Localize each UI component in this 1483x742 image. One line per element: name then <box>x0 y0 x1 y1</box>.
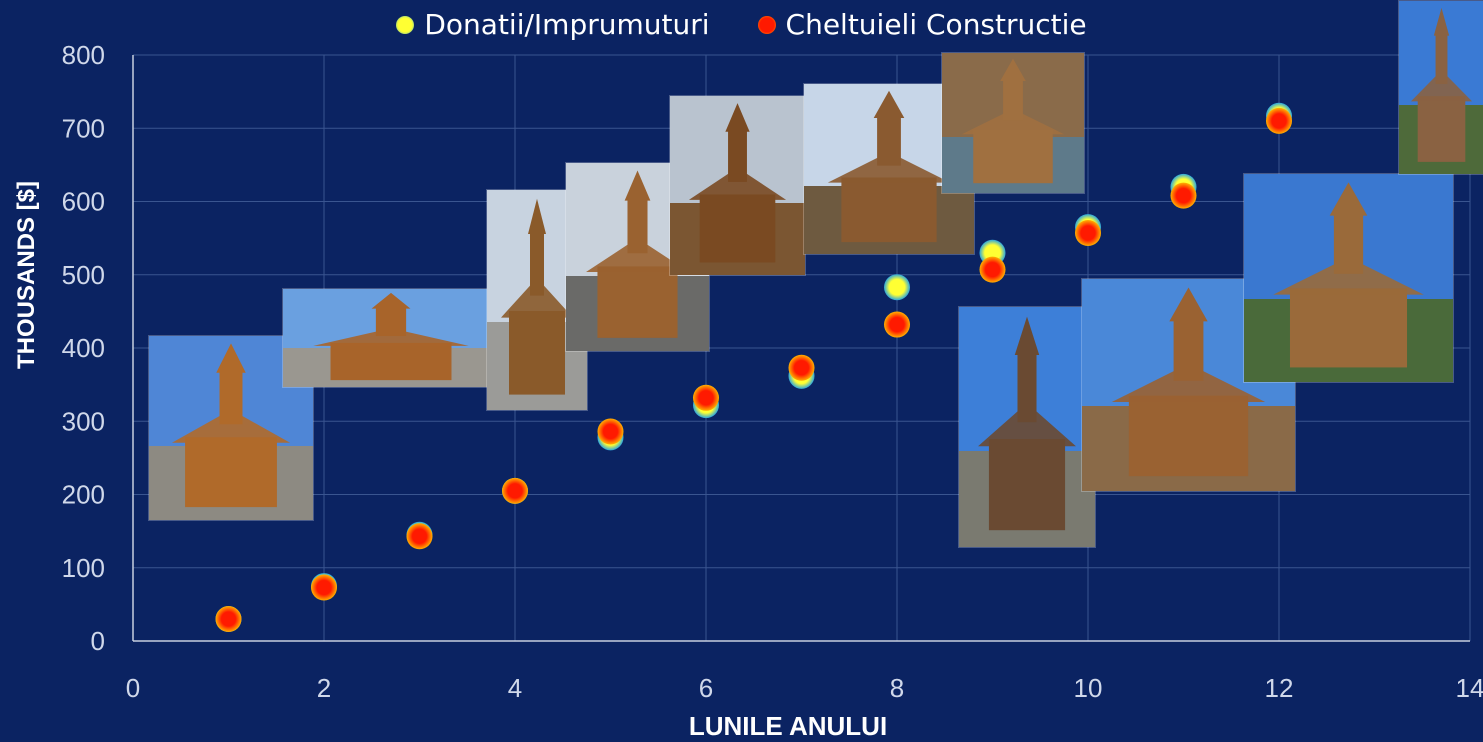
data-point[interactable] <box>884 311 910 338</box>
church-silhouette-icon <box>1273 182 1424 368</box>
data-point[interactable] <box>311 574 337 601</box>
data-point[interactable] <box>979 256 1006 283</box>
legend-item-donatii[interactable]: Donatii/Imprumuturi <box>396 8 710 41</box>
series-cheltuieli-points <box>215 107 1292 633</box>
construction-photo-month-8 <box>958 306 1096 548</box>
data-point[interactable] <box>788 354 815 381</box>
x-tick-label: 14 <box>1456 673 1483 703</box>
construction-photo-month-5 <box>669 95 806 276</box>
legend-label-cheltuieli: Cheltuieli Constructie <box>785 8 1087 41</box>
y-tick-label: 700 <box>62 113 105 143</box>
data-point[interactable] <box>502 477 528 504</box>
church-silhouette-icon <box>978 316 1076 531</box>
construction-photo-month-11 <box>1398 0 1483 175</box>
church-silhouette-icon <box>1410 7 1473 162</box>
y-tick-label: 400 <box>62 333 105 363</box>
construction-photo-month-10 <box>1243 173 1454 383</box>
x-tick-labels: 0 2 4 6 8 10 12 14 <box>126 673 1483 703</box>
data-point[interactable] <box>597 418 624 445</box>
data-point[interactable] <box>693 384 719 411</box>
legend-marker-yellow-icon <box>396 15 415 34</box>
church-silhouette-icon <box>827 90 951 243</box>
church-silhouette-icon <box>688 103 787 263</box>
x-tick-label: 10 <box>1074 673 1103 703</box>
x-axis-label: LUNILE ANULUI <box>689 711 887 741</box>
x-tick-label: 12 <box>1265 673 1294 703</box>
data-point[interactable] <box>1075 219 1101 246</box>
data-point[interactable] <box>1170 182 1197 209</box>
church-silhouette-icon <box>961 58 1065 184</box>
legend-item-cheltuieli[interactable]: Cheltuieli Constructie <box>757 8 1087 41</box>
y-tick-label: 200 <box>62 480 105 510</box>
y-tick-label: 100 <box>62 553 105 583</box>
x-tick-label: 2 <box>317 673 331 703</box>
x-tick-label: 8 <box>890 673 904 703</box>
y-tick-label: 500 <box>62 260 105 290</box>
x-tick-label: 6 <box>699 673 713 703</box>
legend: Donatii/Imprumuturi Cheltuieli Construct… <box>0 8 1483 41</box>
y-tick-label: 0 <box>91 626 105 656</box>
y-tick-label: 600 <box>62 187 105 217</box>
data-point[interactable] <box>406 523 433 550</box>
series-donatii-points <box>215 102 1292 633</box>
data-point[interactable] <box>1266 107 1292 134</box>
construction-photo-month-2 <box>282 288 500 388</box>
legend-label-donatii: Donatii/Imprumuturi <box>424 8 710 41</box>
y-axis-label: THOUSANDS [$] <box>13 181 40 369</box>
y-tick-label: 300 <box>62 406 105 436</box>
data-point[interactable] <box>215 606 242 633</box>
church-silhouette-icon <box>586 170 689 338</box>
church-silhouette-icon <box>313 292 469 381</box>
data-point[interactable] <box>884 274 910 301</box>
church-silhouette-icon <box>1111 287 1266 477</box>
legend-marker-red-icon <box>757 15 776 34</box>
church-silhouette-icon <box>171 343 291 508</box>
construction-photo-month-7 <box>941 52 1085 194</box>
church-silhouette-icon <box>501 198 573 395</box>
construction-photo-month-1 <box>148 335 314 521</box>
x-tick-label: 4 <box>508 673 522 703</box>
axes <box>132 55 1470 642</box>
y-tick-labels: 0 100 200 300 400 500 600 700 800 <box>62 40 105 656</box>
y-tick-label: 800 <box>62 40 105 70</box>
x-tick-label: 0 <box>126 673 140 703</box>
